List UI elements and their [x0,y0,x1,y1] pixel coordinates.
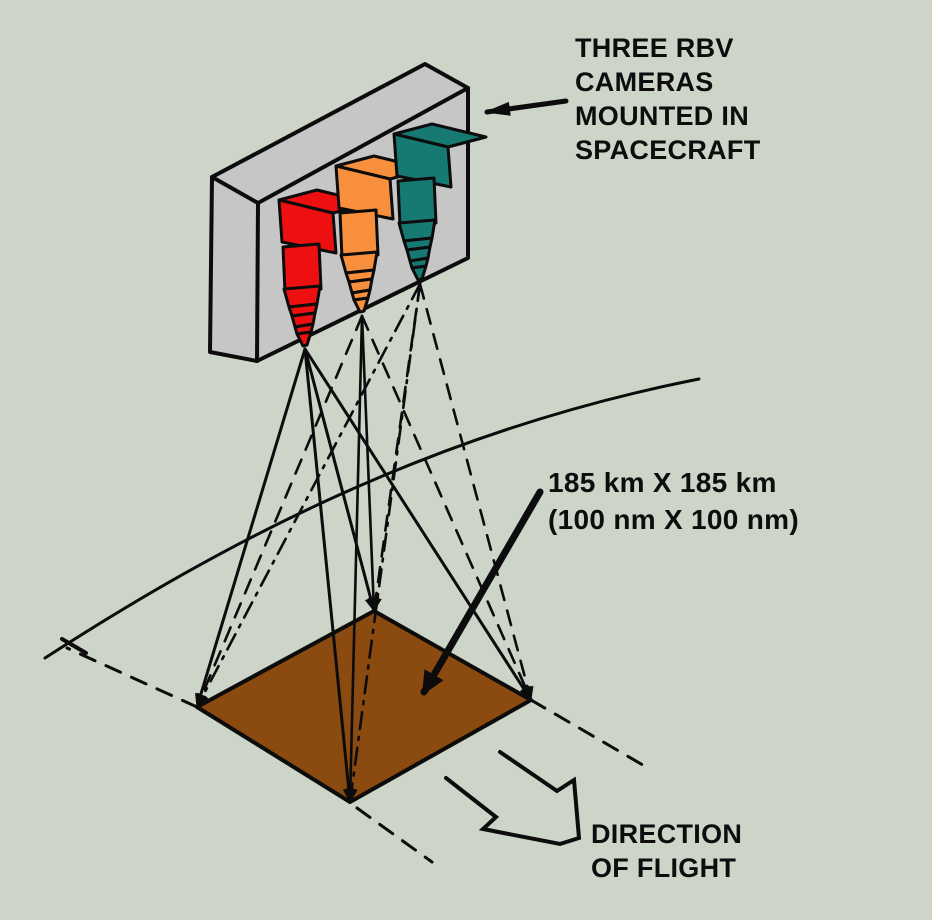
arc-tick [60,637,88,655]
ray-red-left [195,347,307,709]
ray-red-bottom [303,347,355,804]
panel-edge-top-front [256,86,470,205]
ray-teal-right [418,282,534,702]
ray-teal-top [369,282,422,613]
ray-orange-top [360,314,380,613]
panel-edge-left-front [255,201,260,363]
flight-direction-label: DIRECTION OF FLIGHT [591,819,743,883]
ray-orange-left [195,314,364,709]
swath-extension-bottom [355,806,434,864]
orange-camera-rays [195,314,533,804]
ground-arc [43,377,701,660]
panel-edge-topleft [210,175,260,205]
ray-orange-bottom [344,314,364,804]
cameras-note-label: THREE RBV CAMERAS MOUNTED IN SPACECRAFT [575,33,761,165]
swath-extension-right [529,698,650,770]
ray-teal-bottom [345,282,422,804]
direction-of-flight-arrow-icon [444,750,582,847]
panel-callout-arrow [484,98,569,116]
swath-size-label: 185 km X 185 km (100 nm X 100 nm) [548,467,799,535]
ray-red-right [303,347,533,702]
teal-camera-rays [195,282,534,804]
ray-red-top [303,347,377,613]
swath-callout-arrow [420,488,544,696]
red-camera-rays [195,347,533,804]
swath-extension-left [65,646,199,709]
ray-orange-right [360,314,533,702]
ray-teal-left [195,282,422,709]
